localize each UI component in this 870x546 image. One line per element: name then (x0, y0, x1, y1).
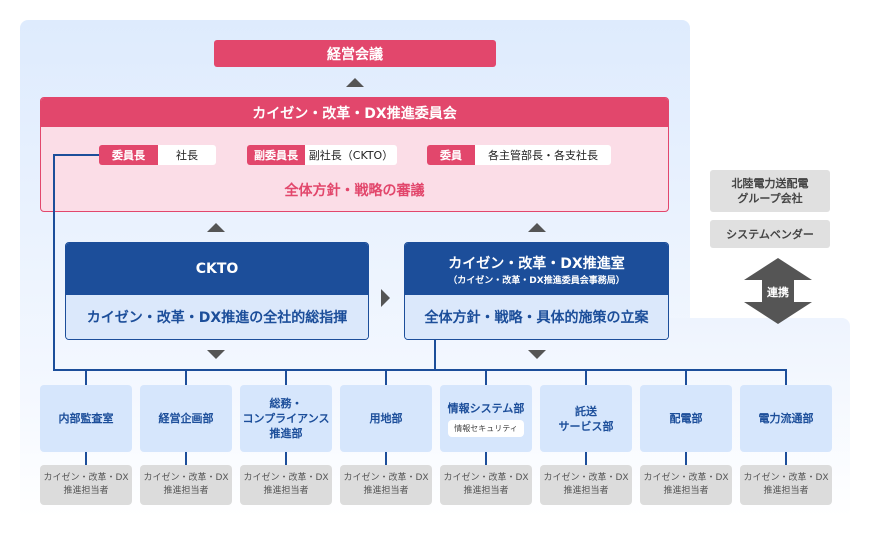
connector (485, 370, 487, 385)
link-label: 連携 (767, 286, 789, 299)
department-sub: 情報セキュリティ (448, 419, 524, 437)
connector (785, 369, 787, 385)
connector (685, 370, 687, 385)
department-name: 配電部 (669, 412, 703, 425)
connector (285, 370, 287, 385)
connector (54, 154, 99, 156)
arrow-down-icon (207, 350, 225, 359)
department-name: 用地部 (369, 412, 403, 425)
department-box: 配電部 (640, 385, 732, 452)
connector (185, 452, 187, 465)
connector (685, 452, 687, 465)
dx-staff-box: カイゼン・改革・DX 推進担当者 (240, 465, 332, 505)
department-name: 内部監査室 (58, 412, 114, 425)
department-box: 託送 サービス部 (540, 385, 632, 452)
dx-staff-box: カイゼン・改革・DX 推進担当者 (540, 465, 632, 505)
office-title: カイゼン・改革・DX推進室 (448, 255, 625, 272)
system-vendor-box: システムベンダー (710, 220, 830, 248)
dx-staff-box: カイゼン・改革・DX 推進担当者 (340, 465, 432, 505)
ckto-mission: カイゼン・改革・DX推進の全社的総指揮 (66, 295, 368, 339)
double-arrow-icon (744, 258, 812, 324)
role-member: 委員各主管部長・各支社長 (427, 145, 611, 165)
connector (585, 452, 587, 465)
connector (785, 452, 787, 465)
connector (53, 369, 786, 371)
arrow-down-icon (528, 350, 546, 359)
dx-staff-box: カイゼン・改革・DX 推進担当者 (740, 465, 832, 505)
department-box: 内部監査室 (40, 385, 132, 452)
connector (434, 340, 436, 370)
dx-staff-box: カイゼン・改革・DX 推進担当者 (40, 465, 132, 505)
department-box: 経営企画部 (140, 385, 232, 452)
office-mission: 全体方針・戦略・具体的施策の立案 (405, 295, 668, 339)
department-box: 総務・ コンプライアンス 推進部 (240, 385, 332, 452)
management-meeting-box: 経営会議 (214, 40, 496, 67)
role-vice-chair: 副委員長副社長（CKTO） (247, 145, 397, 165)
department-name: 総務・ コンプライアンス 推進部 (242, 397, 330, 440)
department-name: 電力流通部 (758, 412, 814, 425)
connector (185, 370, 187, 385)
dx-staff-box: カイゼン・改革・DX 推進担当者 (440, 465, 532, 505)
connector (85, 370, 87, 385)
ckto-box: CKTO カイゼン・改革・DX推進の全社的総指揮 (65, 242, 369, 340)
office-subtitle: （カイゼン・改革・DX推進委員会事務局） (448, 275, 625, 286)
arrow-up-icon (346, 78, 364, 87)
committee-title: カイゼン・改革・DX推進委員会 (41, 98, 668, 127)
group-companies-box: 北陸電力送配電 グループ会社 (710, 170, 830, 212)
dx-staff-box: カイゼン・改革・DX 推進担当者 (140, 465, 232, 505)
connector (485, 452, 487, 465)
dx-staff-box: カイゼン・改革・DX 推進担当者 (640, 465, 732, 505)
department-name: 経営企画部 (158, 412, 214, 425)
connector (385, 452, 387, 465)
committee-mission: 全体方針・戦略の審議 (284, 183, 425, 199)
connector (285, 452, 287, 465)
arrow-up-icon (528, 223, 546, 232)
connector (385, 370, 387, 385)
ckto-title: CKTO (195, 261, 239, 277)
connector (53, 154, 55, 371)
connector (585, 370, 587, 385)
department-name: 情報システム部 (447, 401, 525, 415)
arrow-up-icon (207, 223, 225, 232)
department-box: 電力流通部 (740, 385, 832, 452)
role-chair: 委員長社長 (99, 145, 216, 165)
office-box: カイゼン・改革・DX推進室 （カイゼン・改革・DX推進委員会事務局） 全体方針・戦… (404, 242, 669, 340)
department-box: 情報システム部 情報セキュリティ (440, 385, 532, 452)
department-box: 用地部 (340, 385, 432, 452)
arrow-right-icon (381, 289, 390, 307)
department-name: 託送 サービス部 (558, 404, 614, 433)
connector (85, 452, 87, 465)
